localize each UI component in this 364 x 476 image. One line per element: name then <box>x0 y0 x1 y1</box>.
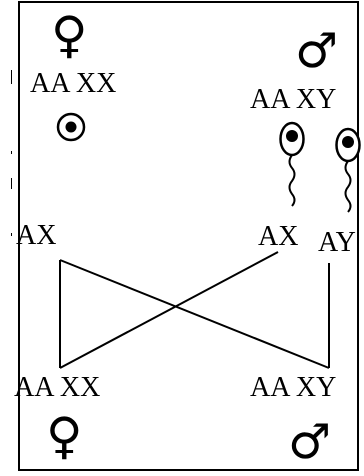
male-parent-symbol: ♂ <box>295 23 339 79</box>
male-parent-genotype: AA XY <box>250 84 337 115</box>
gamete-sperm-x-label: AX <box>258 221 299 252</box>
offspring-male-genotype: AA XY <box>250 372 337 403</box>
left-crop-mark-dot <box>11 151 12 154</box>
gamete-egg-label: AX <box>16 220 57 251</box>
diagram-frame <box>18 1 359 471</box>
left-crop-mark-dot-2 <box>11 233 12 236</box>
left-crop-mark-mid <box>11 178 12 189</box>
sperm-cell-icon <box>279 121 305 207</box>
egg-cell-icon <box>56 112 86 142</box>
female-parent-genotype: AA XX <box>30 68 117 99</box>
left-crop-mark-top <box>11 70 12 84</box>
male-offspring-symbol: ♂ <box>288 414 332 470</box>
gamete-sperm-y-label: AY <box>318 227 356 258</box>
female-offspring-symbol: ♀ <box>46 407 83 465</box>
x-sperm-to-daughter-line <box>59 251 279 369</box>
egg-to-son-line <box>59 259 330 369</box>
offspring-female-genotype: AA XX <box>14 372 101 403</box>
sperm-cell-icon <box>335 127 361 213</box>
female-parent-symbol: ♀ <box>51 6 88 64</box>
